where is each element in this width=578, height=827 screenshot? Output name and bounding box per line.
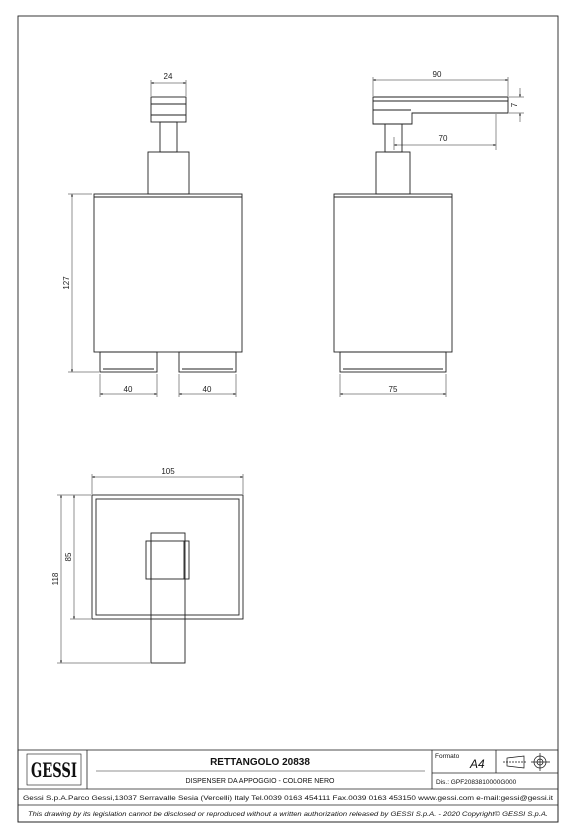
dim-body-height: 127 [62,276,71,290]
dim-plate-height: 85 [64,552,73,561]
top-view [91,494,244,664]
side-pump-neck [375,151,411,195]
product-subtitle: DISPENSER DA APPOGGIO - COLORE NERO [186,778,336,785]
dim-foot-right: 40 [203,385,212,394]
dim-overall-height: 118 [51,572,60,585]
top-spout [150,532,186,664]
product-title: RETTANGOLO 20838 [210,757,310,768]
top-plate-outer [91,494,244,620]
dim-plate-width: 105 [161,467,175,476]
svg-text:GESSI: GESSI [31,758,77,782]
front-pump-neck [147,151,190,195]
front-foot-right [178,351,237,373]
top-dimensions [57,474,244,664]
side-connector [384,123,403,153]
front-dimensions [68,80,237,397]
dim-cap-width: 24 [164,72,173,81]
title-block [17,749,559,823]
top-cap [145,540,190,580]
dim-spout-length: 90 [433,70,442,79]
format-value: A4 [469,757,485,771]
projection-symbol-icon [503,753,550,771]
drawing-number: Dis.: GPF2083810000G000 [436,779,517,786]
front-body [93,193,243,353]
side-view [333,96,509,373]
side-spout [372,96,509,125]
front-cap [150,96,187,123]
dim-spout-offset: 70 [439,134,448,143]
company-info: Gessi S.p.A.Parco Gessi,13037 Serravalle… [23,795,553,802]
legal-notice: This drawing by its legislation cannot b… [28,811,548,818]
top-plate-inner [95,498,240,616]
dim-spout-thickness: 7 [510,102,519,107]
sheet-border [17,15,559,823]
gessi-logo: GESSI [26,753,82,786]
front-view [93,96,243,373]
front-foot-left [99,351,158,373]
front-connector [159,121,178,153]
side-foot [339,351,447,373]
dim-base-width: 75 [389,385,398,394]
side-body [333,193,453,353]
format-label: Formato [435,753,460,760]
dim-foot-left: 40 [124,385,133,394]
side-dimensions [339,77,524,397]
